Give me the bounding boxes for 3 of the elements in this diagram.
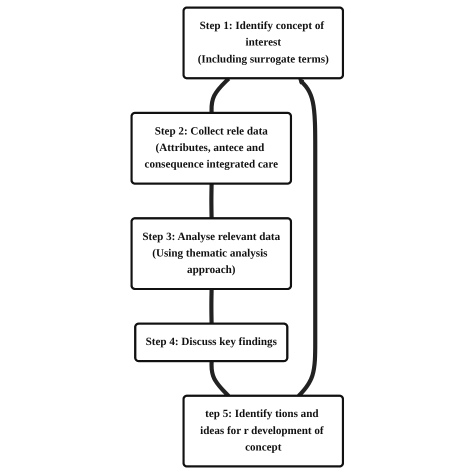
connector (209, 77, 230, 114)
connector (209, 289, 214, 324)
connector (209, 184, 214, 219)
